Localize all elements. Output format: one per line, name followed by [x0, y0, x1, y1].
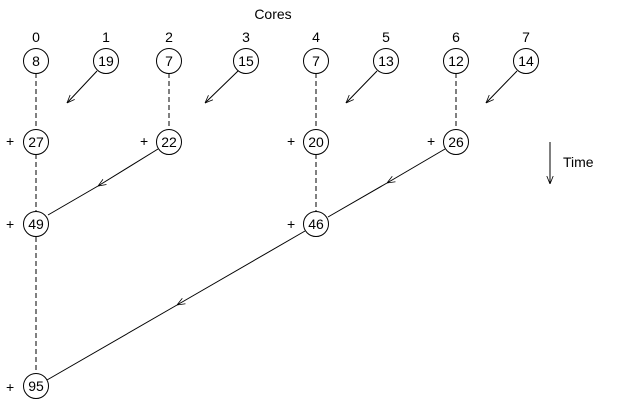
plus-sign: + [140, 133, 148, 149]
node-core3: 15 [233, 48, 259, 74]
node-value: 14 [518, 53, 534, 69]
arrow-1-to-0 [67, 70, 98, 103]
diagram-title: Cores [254, 6, 291, 22]
core-label-0: 0 [32, 29, 40, 45]
arrow-3-to-2 [205, 70, 239, 103]
core-label-4: 4 [312, 29, 320, 45]
arrow-7-to-6 [486, 70, 518, 103]
arrow-2-to-0 [98, 148, 159, 186]
core-label-5: 5 [382, 29, 390, 45]
core-label-3: 3 [242, 29, 250, 45]
core-label-1: 1 [102, 29, 110, 45]
node-core4: 7 [303, 48, 329, 74]
node-core1: 19 [93, 48, 119, 74]
node-value: 95 [28, 378, 44, 394]
plus-sign: + [6, 379, 14, 395]
node-value: 46 [308, 216, 324, 232]
node-value: 8 [32, 53, 40, 69]
node-sum-0-1: 27 [23, 129, 49, 155]
plus-sign: + [427, 133, 435, 149]
node-sum-2-3: 22 [156, 129, 182, 155]
core-label-2: 2 [165, 29, 173, 45]
node-value: 7 [312, 53, 320, 69]
node-sum-4-5: 20 [303, 129, 329, 155]
core-label-7: 7 [522, 29, 530, 45]
arrow-6-to-4 [387, 148, 446, 183]
node-global-sum: 95 [23, 373, 49, 399]
dashed-lines [35, 73, 457, 373]
node-sum-0-3: 49 [23, 211, 49, 237]
arrows [46, 70, 518, 381]
plus-signs: + + + + + + + [6, 133, 435, 395]
node-core0: 8 [23, 48, 49, 74]
time-axis: Time [550, 142, 594, 184]
arrow-5-to-4 [346, 70, 378, 103]
node-core7: 14 [513, 48, 539, 74]
core-labels: 0 1 2 3 4 5 6 7 [32, 29, 530, 45]
plus-sign: + [287, 216, 295, 232]
node-value: 22 [161, 134, 177, 150]
node-value: 12 [448, 53, 464, 69]
plus-sign: + [6, 216, 14, 232]
core-label-6: 6 [452, 29, 460, 45]
arrow-4-to-0-tail [46, 304, 178, 381]
time-label: Time [563, 154, 594, 170]
node-value: 20 [308, 134, 324, 150]
arrow-4-to-0 [177, 230, 306, 305]
node-core6: 12 [443, 48, 469, 74]
node-sum-4-7: 46 [303, 211, 329, 237]
node-value: 15 [238, 53, 254, 69]
arrow-6-to-4-tail [327, 182, 388, 218]
plus-sign: + [287, 133, 295, 149]
node-value: 13 [378, 53, 394, 69]
node-value: 27 [28, 134, 44, 150]
node-value: 49 [28, 216, 44, 232]
node-core5: 13 [373, 48, 399, 74]
node-sum-6-7: 26 [443, 129, 469, 155]
node-core2: 7 [156, 48, 182, 74]
node-value: 26 [448, 134, 464, 150]
node-value: 19 [98, 53, 114, 69]
plus-sign: + [6, 133, 14, 149]
node-value: 7 [165, 53, 173, 69]
arrow-2-to-0-tail [47, 185, 99, 216]
